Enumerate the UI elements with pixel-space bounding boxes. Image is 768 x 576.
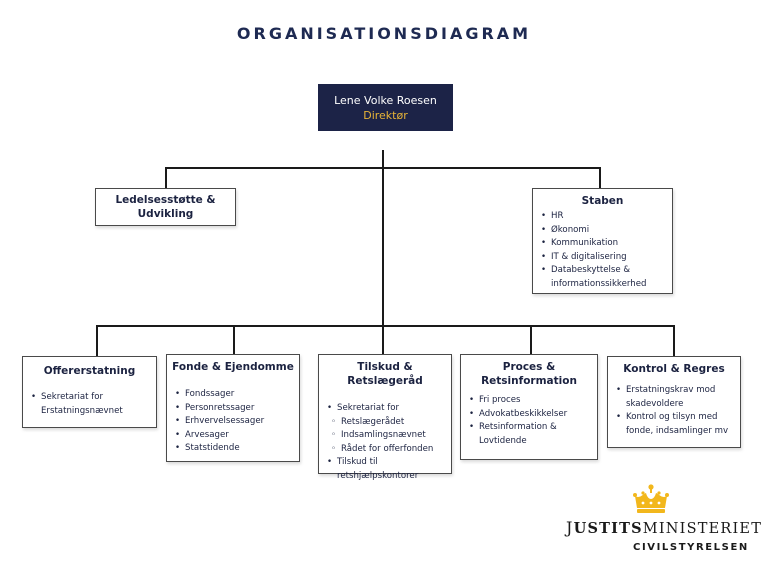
- sub-list-item: Retslægerådet: [331, 416, 451, 430]
- unit-title: Staben: [581, 195, 624, 207]
- unit-title: Offererstatning: [43, 365, 136, 377]
- unit-title: Kontrol & Regres: [623, 363, 725, 375]
- list-item: Tilskud til: [327, 456, 451, 470]
- unit-box-proces-retsinformation: Proces & Retsinformation Fri proces Advo…: [460, 354, 598, 460]
- list-item: Erstatningskrav mod: [616, 384, 740, 398]
- list-item: Personretssager: [175, 402, 299, 416]
- unit-box-ledelsesstoette: Ledelsesstøtte & Udvikling: [95, 188, 236, 226]
- unit-title: Proces &: [502, 361, 556, 373]
- director-box: Lene Volke Roesen Direktør: [318, 84, 453, 131]
- list-item-continuation: skadevoldere: [626, 398, 684, 409]
- unit-title: Udvikling: [137, 208, 194, 220]
- list-item: Retsinformation &: [469, 421, 597, 435]
- list-item-continuation: Lovtidende: [479, 435, 527, 446]
- list-item: Økonomi: [541, 224, 672, 238]
- unit-title: Tilskud & Retslægeråd: [347, 361, 423, 387]
- unit-box-offererstatning: Offererstatning Sekretariat for Erstatni…: [22, 356, 157, 428]
- list-item: Databeskyttelse &: [541, 264, 672, 278]
- unit-title: Retsinformation: [481, 375, 577, 387]
- list-item: Kontrol og tilsyn med: [616, 411, 740, 425]
- crown-icon: [631, 484, 671, 516]
- unit-title: Ledelsesstøtte &: [115, 194, 216, 206]
- list-item: Fri proces: [469, 394, 597, 408]
- connector-lower-horizontal: [96, 325, 674, 327]
- unit-box-tilskud-retslaegeraad: Tilskud & Retslægeråd Sekretariat for Re…: [318, 354, 452, 481]
- connector-drop-2: [233, 325, 235, 354]
- list-item: Sekretariat for: [31, 391, 156, 405]
- list-item-continuation: fonde, indsamlinger mv: [626, 425, 729, 436]
- list-item: Arvesager: [175, 429, 299, 443]
- list-item: Sekretariat for: [327, 402, 451, 416]
- sub-list-item: Rådet for offerfonden: [331, 443, 451, 457]
- list-item: Kommunikation: [541, 237, 672, 251]
- unit-box-kontrol-regres: Kontrol & Regres Erstatningskrav mod ska…: [607, 356, 741, 448]
- list-item-continuation: retshjælpskontorer: [337, 470, 419, 481]
- list-item: Fondssager: [175, 388, 299, 402]
- list-item: Statstidende: [175, 442, 299, 456]
- list-item-continuation: Erstatningsnævnet: [41, 405, 123, 416]
- connector-upper-horizontal: [165, 167, 600, 169]
- page-title: ORGANISATIONSDIAGRAM: [236, 24, 532, 43]
- list-item: IT & digitalisering: [541, 251, 672, 265]
- director-role: Direktør: [363, 109, 408, 122]
- connector-drop-5: [673, 325, 675, 356]
- connector-drop-4: [530, 325, 532, 354]
- unit-box-staben: Staben HR Økonomi Kommunikation IT & dig…: [532, 188, 673, 294]
- director-name: Lene Volke Roesen: [334, 94, 437, 107]
- list-item: Advokatbeskikkelser: [469, 408, 597, 422]
- connector-main-vertical: [382, 150, 384, 356]
- connector-drop-1: [96, 325, 98, 356]
- logo-wordmark: JUSTITSMINISTERIET: [566, 518, 763, 537]
- logo-subtitle: CIVILSTYRELSEN: [633, 542, 749, 553]
- unit-box-fonde-ejendomme: Fonde & Ejendomme Fondssager Personretss…: [166, 354, 300, 462]
- connector-upper-right-drop: [599, 167, 601, 188]
- unit-title: Fonde & Ejendomme: [172, 361, 294, 373]
- list-item: Erhvervelsessager: [175, 415, 299, 429]
- sub-list-item: Indsamlingsnævnet: [331, 429, 451, 443]
- list-item: HR: [541, 210, 672, 224]
- connector-upper-left-drop: [165, 167, 167, 188]
- list-item-continuation: informationssikkerhed: [551, 278, 647, 289]
